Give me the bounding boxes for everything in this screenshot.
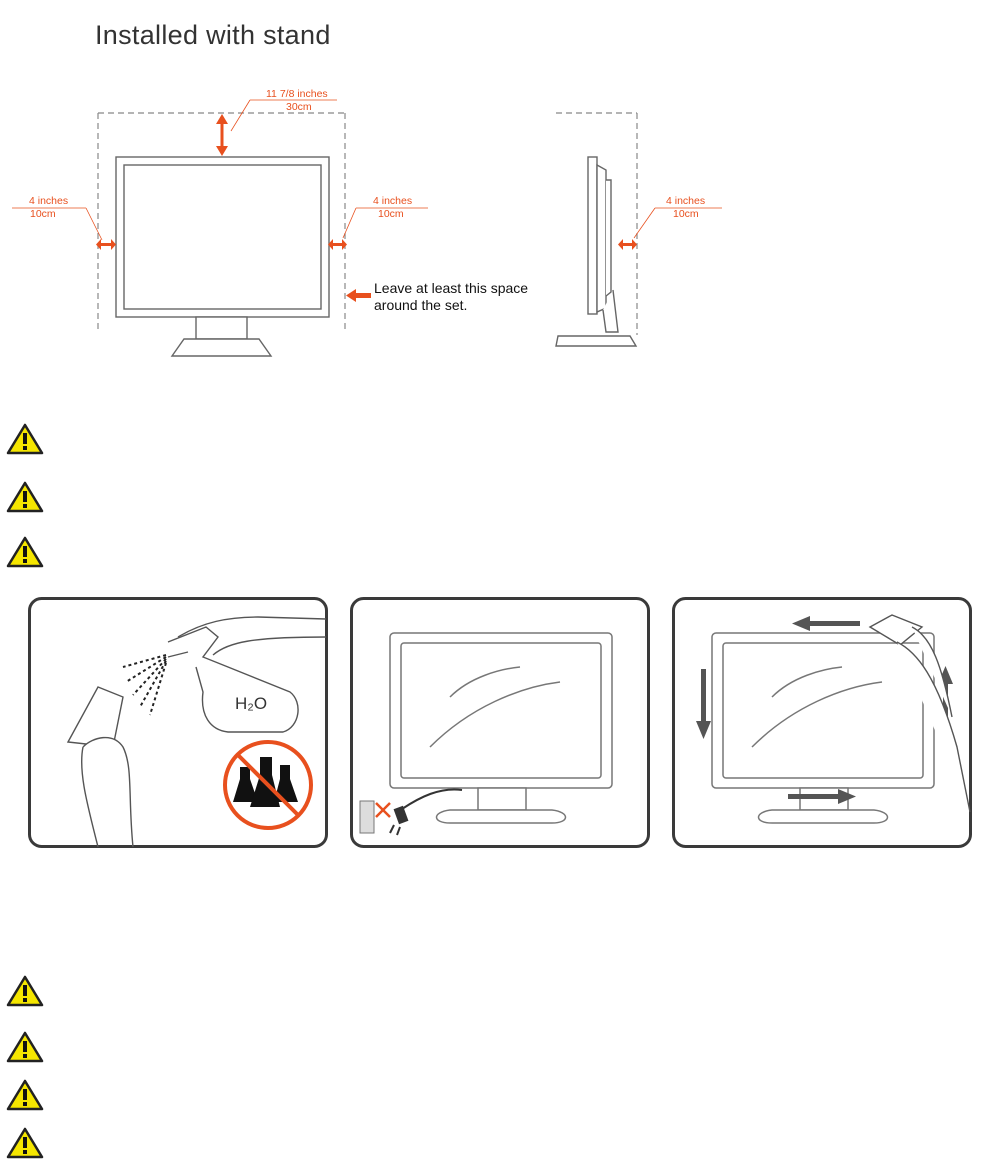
no-chemicals-icon [223, 740, 313, 830]
hand-cloth-illustration [868, 614, 971, 813]
spray-label: H₂O [235, 694, 267, 713]
top-clearance-inches: 11 7/8 inches [266, 88, 328, 100]
side-monitor [555, 156, 638, 347]
warning-icon [6, 481, 44, 513]
side-clearance-outline [556, 112, 638, 335]
left-clearance-cm: 10cm [30, 208, 56, 220]
clearance-note-line1: Leave at least this space [374, 280, 528, 296]
cleaning-panel-unplug [350, 597, 650, 848]
right-clearance-cm: 10cm [378, 208, 404, 220]
clearance-diagram: 11 7/8 inches 30cm 4 inches 10cm 4 inche… [12, 88, 722, 357]
left-clearance-arrow [96, 239, 116, 250]
spray-mist-icon [122, 654, 167, 716]
front-monitor [115, 156, 330, 357]
side-clearance-arrow [618, 239, 637, 250]
cleaning-panel-wipe [672, 597, 972, 848]
warning-icon [6, 1127, 44, 1159]
left-clearance-inches: 4 inches [29, 195, 68, 207]
warning-icon [6, 975, 44, 1007]
right-clearance-arrow [328, 239, 347, 250]
front-clearance-outline [97, 112, 346, 332]
monitor-illustration [389, 632, 613, 824]
warning-icon [6, 423, 44, 455]
unplugged-power-icon [359, 788, 463, 836]
section-title: Installed with stand [95, 20, 331, 50]
right-clearance-inches: 4 inches [373, 195, 412, 207]
side-clearance-inches: 4 inches [666, 195, 705, 207]
side-clearance-cm: 10cm [673, 208, 699, 220]
top-clearance-cm: 30cm [286, 101, 312, 113]
wipe-direction-arrows [696, 616, 953, 804]
hand-cloth-illustration [66, 686, 134, 848]
monitor-illustration [711, 632, 935, 824]
warning-icon [6, 1031, 44, 1063]
warning-icon [6, 1079, 44, 1111]
note-arrow [346, 289, 371, 302]
clearance-note-line2: around the set. [374, 297, 467, 313]
spray-bottle-illustration: H₂O [167, 616, 327, 733]
top-clearance-arrow [216, 114, 228, 156]
cleaning-panel-spray: H₂O [28, 597, 328, 848]
warning-icon [6, 536, 44, 568]
